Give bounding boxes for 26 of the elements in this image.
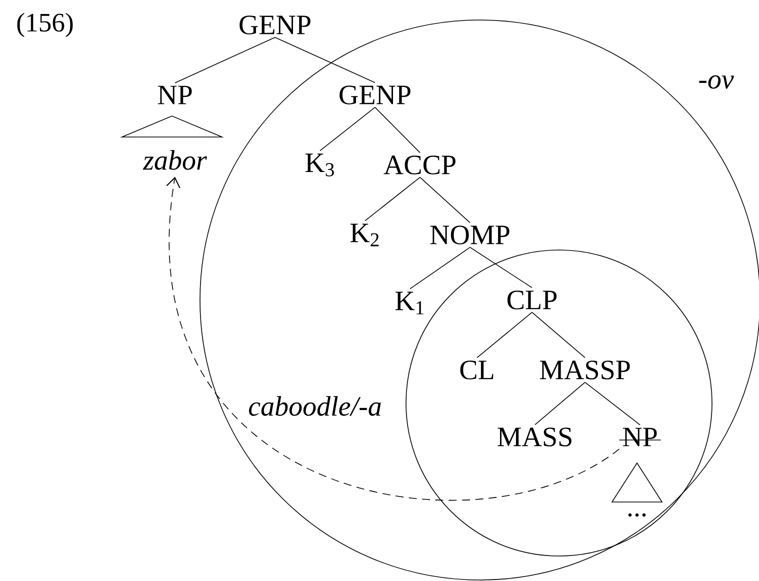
tree-branch: [374, 106, 420, 154]
tree-branch: [532, 312, 586, 358]
tree-label: MASSP: [540, 360, 630, 380]
node-label: caboodle/-a: [248, 396, 381, 416]
movement-arrow: [166, 176, 620, 500]
example-number: (156): [17, 12, 73, 38]
tree-branch: [420, 176, 470, 224]
tree-label: CLP: [507, 290, 557, 310]
tree-branch: [174, 36, 276, 84]
tree-branch: [470, 246, 532, 288]
tree-branch: [476, 312, 532, 358]
tree-label: K$_{2}$: [350, 224, 379, 246]
tree-label: K$_{1}$: [395, 292, 424, 314]
tree-label: ...: [628, 513, 646, 517]
tree-branch: [364, 176, 420, 222]
tree-label: CL: [460, 360, 494, 380]
tree-label: GENP: [340, 86, 410, 104]
tree-branch: [534, 382, 586, 426]
tree-label: K$_{3}$: [305, 154, 334, 176]
tree-label: ACCP: [384, 156, 456, 174]
tree-branch: [584, 382, 640, 426]
tree-branch: [320, 106, 376, 152]
tree-label: MASS: [498, 428, 572, 446]
tree-label: NOMP: [430, 226, 510, 244]
tree-branch: [410, 246, 470, 290]
tree-branch: [274, 36, 376, 84]
